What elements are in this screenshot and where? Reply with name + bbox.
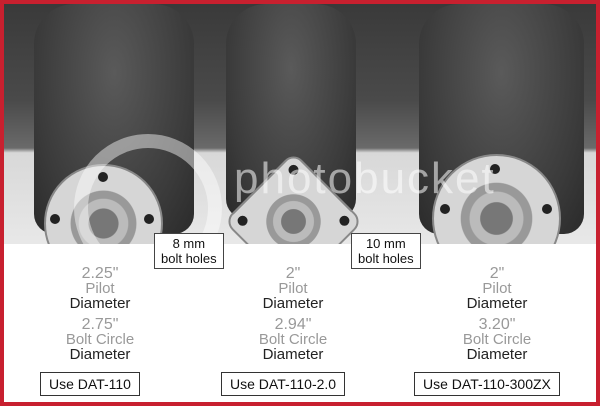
differential-photo: photobucket xyxy=(4,4,596,292)
dimensions-dat-110-300zx: 2" Pilot Diameter 3.20" Bolt Circle Diam… xyxy=(447,265,547,363)
bolt-circle-label: Bolt Circle xyxy=(462,331,532,348)
bolt-circle-value: 2.75" xyxy=(81,316,119,333)
bolt-circle-value: 3.20" xyxy=(478,316,516,333)
dimensions-dat-110: 2.25" Pilot Diameter 2.75" Bolt Circle D… xyxy=(54,265,146,363)
dimensions-dat-110-2.0: 2" Pilot Diameter 2.94" Bolt Circle Diam… xyxy=(247,265,339,363)
pilot-value: 2" xyxy=(285,265,301,282)
callout-10mm: 10 mm bolt holes xyxy=(351,233,421,269)
watermark-text: photobucket xyxy=(234,154,496,203)
pilot-label: Pilot xyxy=(85,280,115,297)
bolt-circle-value: 2.94" xyxy=(274,316,312,333)
pilot-label: Pilot xyxy=(278,280,308,297)
part-label-dat-110-2.0: Use DAT-110-2.0 xyxy=(221,372,346,396)
part-label-dat-110-300zx: Use DAT-110-300ZX xyxy=(414,372,560,396)
pilot-value: 2" xyxy=(489,265,505,282)
part-label-dat-110: Use DAT-110 xyxy=(40,372,140,396)
pilot-value: 2.25" xyxy=(81,265,119,282)
bolt-circle-label: Bolt Circle xyxy=(258,331,328,348)
callout-8mm: 8 mm bolt holes xyxy=(154,233,224,269)
pilot-label: Pilot xyxy=(482,280,512,297)
bolt-circle-label: Bolt Circle xyxy=(65,331,135,348)
